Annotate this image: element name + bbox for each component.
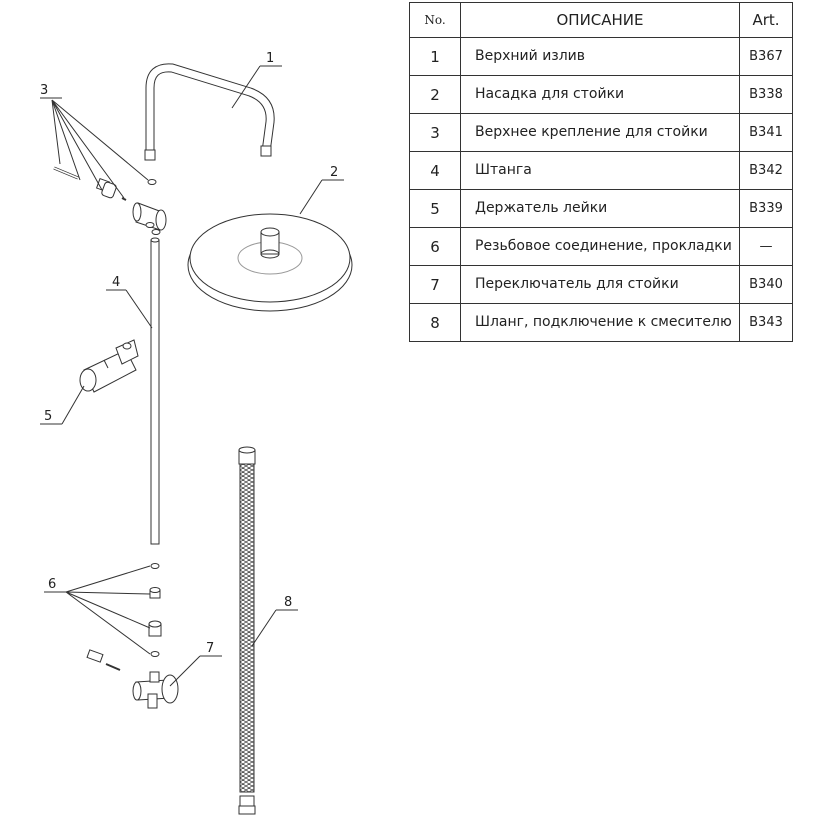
top-bracket-part <box>53 166 167 235</box>
callout-leaders <box>40 65 344 687</box>
callout-8: 8 <box>284 595 292 610</box>
row-description: Штанга <box>460 151 740 190</box>
table-row: 6 Резьбовое соединение, прокладки — <box>409 227 793 266</box>
hand-shower-holder-part <box>79 339 139 393</box>
row-no: 4 <box>409 151 461 190</box>
table-header-row: No. ОПИСАНИЕ Art. <box>409 2 793 38</box>
callout-6: 6 <box>48 577 56 592</box>
row-art: B367 <box>739 37 793 76</box>
shower-head-part <box>187 213 353 312</box>
row-description: Переключатель для стойки <box>460 265 740 304</box>
row-no: 1 <box>409 37 461 76</box>
callout-4: 4 <box>112 275 120 290</box>
top-spout-part <box>144 63 275 161</box>
row-art: B342 <box>739 151 793 190</box>
table-row: 1 Верхний излив B367 <box>409 37 793 76</box>
callout-3: 3 <box>40 83 48 98</box>
table-row: 5 Держатель лейки B339 <box>409 189 793 228</box>
row-description: Верхний излив <box>460 37 740 76</box>
row-no: 3 <box>409 113 461 152</box>
braided-hose-part <box>238 446 256 815</box>
parts-table: No. ОПИСАНИЕ Art. 1 Верхний излив B367 2… <box>409 2 793 342</box>
shower-rod-part <box>150 237 160 545</box>
callout-labels: 1 2 3 4 5 6 7 8 <box>40 51 338 656</box>
table-row: 3 Верхнее крепление для стойки B341 <box>409 113 793 152</box>
row-description: Резьбовое соединение, прокладки <box>460 227 740 266</box>
row-description: Держатель лейки <box>460 189 740 228</box>
header-no: No. <box>409 2 461 38</box>
row-no: 2 <box>409 75 461 114</box>
table-row: 2 Насадка для стойки B338 <box>409 75 793 114</box>
table-row: 4 Штанга B342 <box>409 151 793 190</box>
fittings-part <box>148 563 162 657</box>
row-art: B341 <box>739 113 793 152</box>
row-no: 7 <box>409 265 461 304</box>
callout-7: 7 <box>206 641 214 656</box>
callout-5: 5 <box>44 409 52 424</box>
table-row: 8 Шланг, подключение к смесителю B343 <box>409 303 793 342</box>
callout-2: 2 <box>330 165 338 180</box>
row-no: 5 <box>409 189 461 228</box>
row-art: B340 <box>739 265 793 304</box>
table-row: 7 Переключатель для стойки B340 <box>409 265 793 304</box>
row-art: B343 <box>739 303 793 342</box>
diverter-part <box>86 649 179 709</box>
row-art: — <box>739 227 793 266</box>
callout-1: 1 <box>266 51 274 66</box>
row-description: Шланг, подключение к смесителю <box>460 303 740 342</box>
row-no: 6 <box>409 227 461 266</box>
row-art: B339 <box>739 189 793 228</box>
row-description: Насадка для стойки <box>460 75 740 114</box>
header-description: ОПИСАНИЕ <box>460 2 740 38</box>
row-no: 8 <box>409 303 461 342</box>
row-art: B338 <box>739 75 793 114</box>
header-art: Art. <box>739 2 793 38</box>
row-description: Верхнее крепление для стойки <box>460 113 740 152</box>
